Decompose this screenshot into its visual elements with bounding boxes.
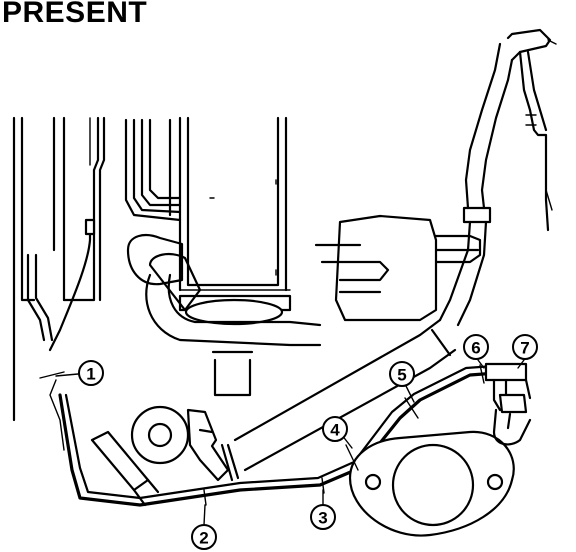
exhaust-flange bbox=[348, 430, 515, 537]
surge-tank bbox=[314, 214, 482, 322]
intake-manifold bbox=[124, 116, 292, 326]
right-connector-cluster bbox=[484, 362, 532, 446]
upper-right-hose bbox=[438, 28, 557, 327]
diagram-title: PRESENT bbox=[2, 0, 148, 29]
sensor-bracket bbox=[186, 408, 230, 482]
main-coolant-hose bbox=[220, 318, 457, 482]
callout-2: 2 bbox=[191, 524, 217, 550]
callout-4-label: 4 bbox=[330, 421, 340, 440]
callout-6-label: 6 bbox=[471, 339, 480, 358]
callout-7: 7 bbox=[512, 334, 538, 360]
callout-1-label: 1 bbox=[86, 365, 95, 384]
throttle-body bbox=[126, 234, 322, 397]
callout-1: 1 bbox=[78, 360, 104, 386]
left-sensor-line bbox=[26, 218, 96, 352]
callout-7-label: 7 bbox=[520, 339, 529, 358]
vacuum-canister bbox=[90, 430, 160, 507]
right-edge-cable bbox=[518, 50, 553, 232]
callout-2-label: 2 bbox=[199, 529, 208, 548]
callout-6: 6 bbox=[463, 334, 489, 360]
vacuum-lines bbox=[49, 363, 512, 507]
callout-4: 4 bbox=[322, 416, 348, 442]
callout-3: 3 bbox=[310, 504, 336, 530]
left-engine-block bbox=[12, 116, 106, 422]
callout-5-label: 5 bbox=[397, 366, 406, 385]
callout-5: 5 bbox=[389, 361, 415, 387]
small-port bbox=[130, 405, 190, 465]
callout-3-label: 3 bbox=[318, 509, 327, 528]
